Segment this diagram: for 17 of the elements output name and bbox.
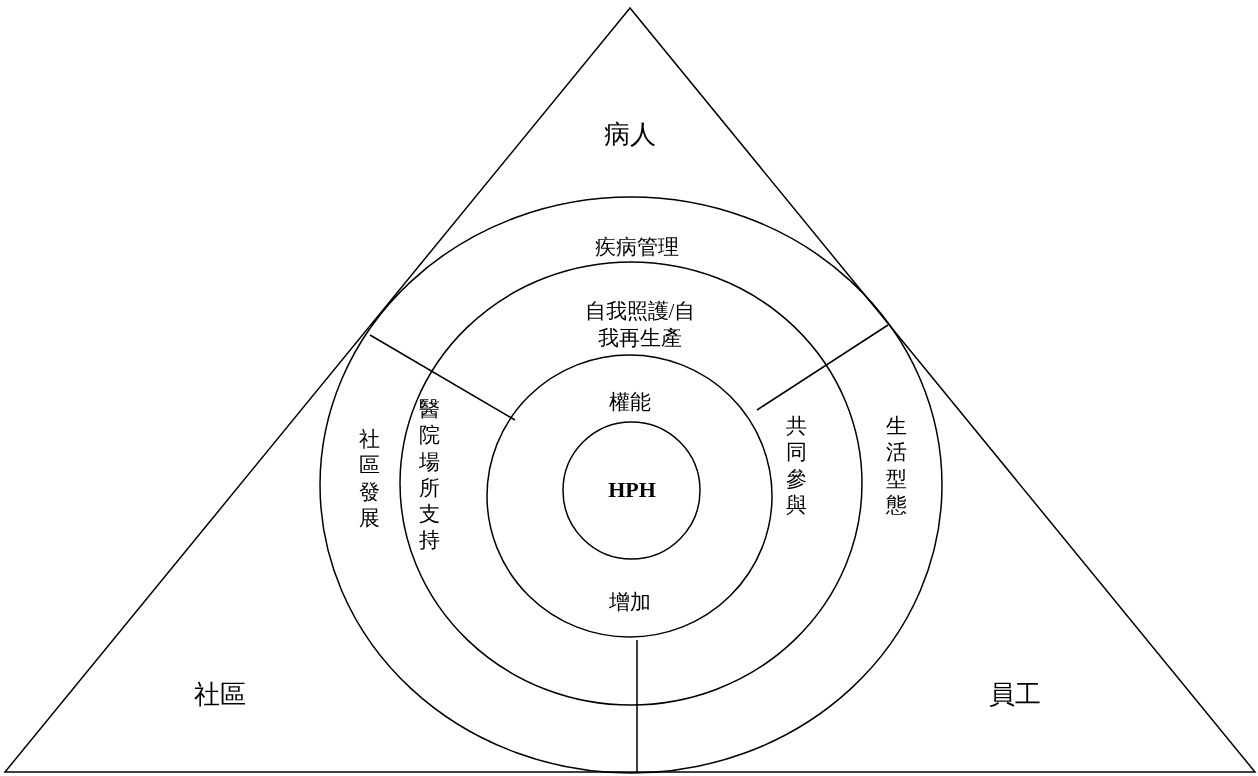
ring-label: 共同參與	[786, 412, 808, 518]
region-label: 員工	[989, 679, 1041, 712]
ring-label: 自我照護/自我再生產	[584, 297, 696, 352]
circle-ring	[487, 355, 772, 637]
region-label: 病人	[604, 119, 656, 152]
region-label: 社區	[194, 679, 246, 712]
circle-ring	[320, 197, 942, 773]
center-label: HPH	[608, 475, 656, 504]
ring-label: 疾病管理	[595, 234, 679, 262]
ring-label: 權能	[609, 389, 651, 417]
triangle-shape	[5, 8, 1255, 772]
ring-label: 增加	[609, 589, 651, 617]
circle-ring	[400, 262, 862, 705]
circle-ring	[563, 422, 700, 559]
ring-label: 醫院場所支持	[419, 396, 441, 554]
ring-label: 生活型態	[886, 412, 908, 518]
ring-label: 社區發展	[359, 425, 381, 531]
